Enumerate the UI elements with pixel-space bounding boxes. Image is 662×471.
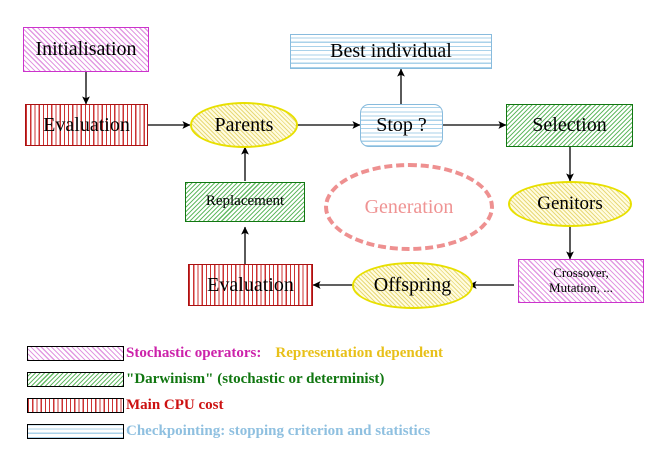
node-best-individual[interactable]: Best individual bbox=[290, 34, 492, 69]
legend-swatch-magenta-diagonal-hatch bbox=[27, 345, 124, 361]
node-offspring-label: Offspring bbox=[373, 274, 452, 296]
node-selection[interactable]: Selection bbox=[506, 104, 633, 147]
legend-swatch-green-diagonal-hatch bbox=[27, 371, 124, 387]
legend: Stochastic operators: Representation depe… bbox=[0, 340, 662, 444]
legend-row-main-cpu-cost: Main CPU cost bbox=[0, 392, 662, 418]
legend-label-stochastic-operators: Stochastic operators: Representation depe… bbox=[126, 345, 443, 362]
legend-label-main-cpu-cost: Main CPU cost bbox=[126, 396, 224, 413]
node-crossover-mutation-label-line2: Mutation, ... bbox=[549, 280, 613, 295]
node-crossover-mutation[interactable]: Crossover, Mutation, ... bbox=[518, 259, 644, 303]
legend-label-darwinism: "Darwinism" (stochastic or determinist) bbox=[126, 370, 385, 387]
legend-text-primary: Stochastic operators: bbox=[126, 344, 262, 361]
node-best-individual-label: Best individual bbox=[330, 40, 452, 62]
node-genitors-label: Genitors bbox=[537, 193, 603, 215]
node-genitors[interactable]: Genitors bbox=[508, 181, 632, 227]
legend-text-secondary: Representation dependent bbox=[275, 344, 444, 361]
node-stop-label: Stop ? bbox=[376, 114, 427, 136]
node-evaluation-bottom[interactable]: Evaluation bbox=[188, 264, 313, 306]
node-evaluation-bottom-label: Evaluation bbox=[207, 273, 294, 296]
node-parents-label: Parents bbox=[214, 113, 274, 136]
node-evaluation-top[interactable]: Evaluation bbox=[25, 104, 148, 146]
legend-row-stochastic-operators: Stochastic operators: Representation depe… bbox=[0, 340, 662, 366]
node-replacement-label: Replacement bbox=[205, 193, 285, 210]
node-offspring[interactable]: Offspring bbox=[352, 262, 473, 309]
node-generation: Generation bbox=[324, 163, 494, 251]
node-crossover-mutation-label-line1: Crossover, bbox=[553, 265, 609, 281]
legend-label-checkpointing: Checkpointing: stopping criterion and st… bbox=[126, 422, 431, 439]
legend-swatch-red-vertical-hatch bbox=[27, 397, 124, 413]
legend-swatch-blue-horizontal-hatch bbox=[27, 423, 124, 439]
node-evaluation-top-label: Evaluation bbox=[43, 113, 130, 136]
node-initialisation-label: Initialisation bbox=[35, 38, 137, 60]
legend-row-darwinism: "Darwinism" (stochastic or determinist) bbox=[0, 366, 662, 392]
legend-row-checkpointing: Checkpointing: stopping criterion and st… bbox=[0, 418, 662, 444]
node-initialisation[interactable]: Initialisation bbox=[23, 27, 149, 72]
node-generation-label: Generation bbox=[364, 195, 454, 218]
node-parents[interactable]: Parents bbox=[190, 102, 298, 148]
node-stop[interactable]: Stop ? bbox=[360, 104, 443, 147]
node-replacement[interactable]: Replacement bbox=[185, 182, 305, 222]
node-selection-label: Selection bbox=[532, 114, 607, 136]
